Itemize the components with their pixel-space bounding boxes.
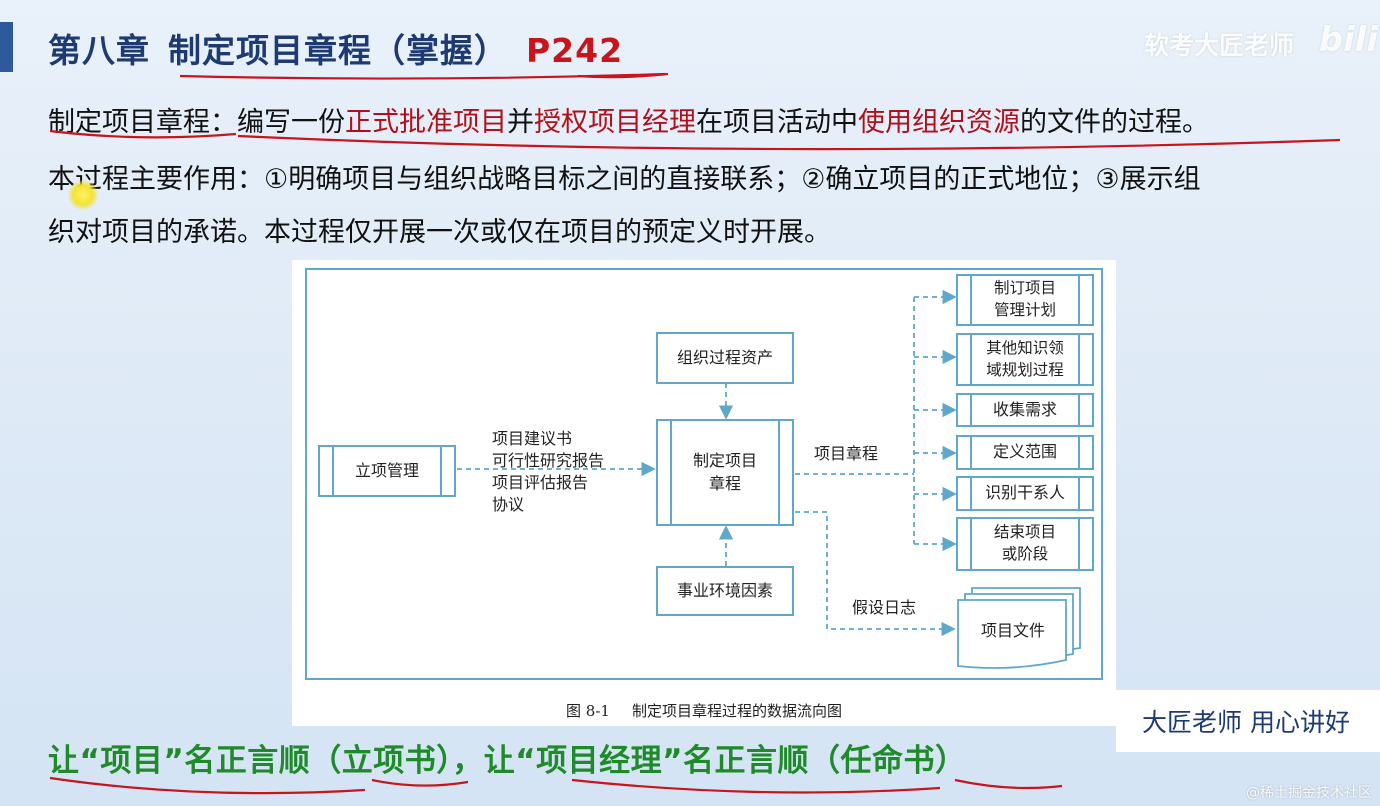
box-enterprise-environment: 事业环境因素 (656, 566, 794, 616)
channel-watermark: 软考大匠老师 (1143, 31, 1294, 60)
box-define-scope: 定义范围 (956, 435, 1094, 470)
pointer-highlight (68, 180, 98, 210)
input-item: 可行性研究报告 (492, 451, 605, 470)
purpose-line-2: 织对项目的承诺。本过程仅开展一次或仅在项目的预定义时开展。 (48, 217, 831, 248)
topic-label: 制定项目章程（掌握） (168, 31, 508, 70)
box-project-documents: 项目文件 (980, 621, 1045, 640)
box-develop-charter: 制定项目 章程 (656, 419, 794, 526)
input-item: 项目建议书 (492, 429, 573, 448)
purpose-line-1: 本过程主要作用：①明确项目与组织战略目标之间的直接联系；②确立项目的正式地位；③… (48, 164, 1201, 195)
assumption-log-label: 假设日志 (852, 598, 917, 617)
box-identify-stakeholders: 识别干系人 (956, 476, 1094, 511)
page-ref: P242 (526, 31, 624, 70)
title-accent-bar (0, 22, 13, 72)
definition-term: 制定项目章程 (48, 107, 210, 138)
box-org-process-assets: 组织过程资产 (656, 332, 794, 384)
chapter-label: 第八章 (48, 31, 150, 70)
definition-line: 制定项目章程：编写一份正式批准项目并授权项目经理在项目活动中使用组织资源的文件的… (48, 107, 1209, 138)
bilibili-logo: bili (1318, 20, 1378, 60)
slide-title: 第八章制定项目章程（掌握） P242 (48, 24, 623, 72)
teacher-banner: 大匠老师 用心讲好 (1116, 690, 1380, 752)
box-other-knowledge-areas: 其他知识领 域规划过程 (956, 333, 1094, 386)
charter-output-label: 项目章程 (814, 444, 879, 463)
data-flow-diagram: 立项管理 组织过程资产 制定项目 章程 事业环境因素 制订项目 管理计划 其他知… (292, 260, 1116, 726)
input-item: 协议 (492, 495, 525, 514)
highlight-authorize: 授权项目经理 (534, 107, 696, 138)
input-item: 项目评估报告 (492, 473, 589, 492)
footer-watermark: @稀土掘金技术社区 (1246, 785, 1372, 801)
summary-slogan: 让“项目”名正言顺（立项书），让“项目经理”名正言顺（任命书） (48, 743, 967, 779)
box-collect-requirements: 收集需求 (956, 393, 1094, 427)
highlight-resources: 使用组织资源 (858, 107, 1020, 138)
box-project-management: 立项管理 (318, 445, 456, 497)
diagram-arrows (457, 289, 1081, 669)
box-develop-management-plan: 制订项目 管理计划 (956, 274, 1094, 326)
diagram-frame (305, 268, 1103, 680)
box-close-project: 结束项目 或阶段 (956, 517, 1094, 571)
highlight-approve: 正式批准项目 (345, 107, 507, 138)
